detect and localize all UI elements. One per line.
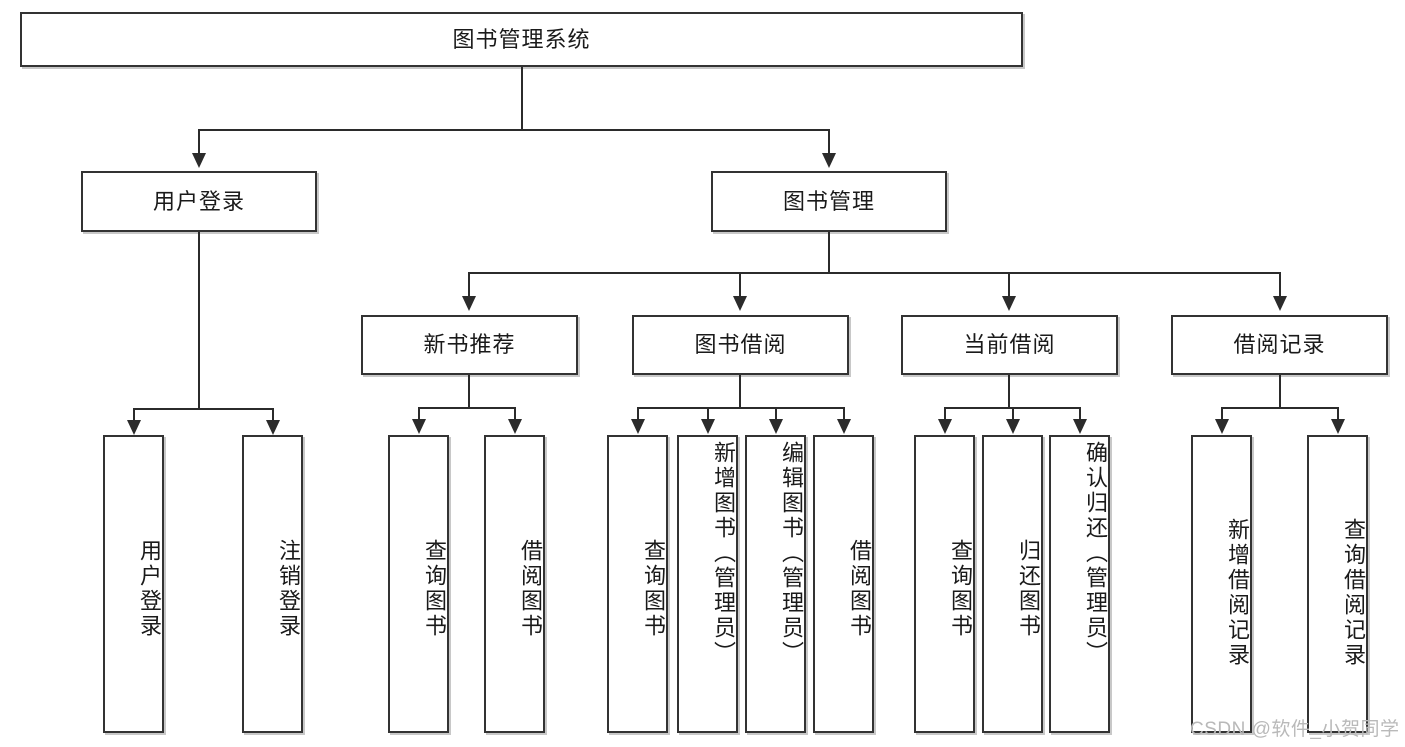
- node-leaf-borrow-book-1[interactable]: 借阅图书: [484, 435, 545, 733]
- node-label: 用户登录: [137, 539, 162, 639]
- connector-book-manage-bus: [468, 272, 1280, 274]
- connector-drop-borrow-record: [1279, 272, 1281, 298]
- connector-drop-leaf-user-login: [133, 408, 135, 422]
- node-borrow-record[interactable]: 借阅记录: [1171, 315, 1388, 375]
- arrowhead-leaf-add-record: [1215, 419, 1229, 434]
- connector-user-login-bus: [133, 408, 273, 410]
- arrowhead-leaf-add-book: [701, 419, 715, 434]
- node-leaf-edit-book[interactable]: 编辑图书（管理员）: [745, 435, 806, 733]
- arrowhead-leaf-query-record: [1331, 419, 1345, 434]
- connector-drop-leaf-query-book-1: [418, 407, 420, 421]
- node-leaf-borrow-book-2[interactable]: 借阅图书: [813, 435, 874, 733]
- node-label: 查询图书: [422, 539, 447, 639]
- arrowhead-borrow-record: [1273, 296, 1287, 311]
- node-label: 确认归还（管理员）: [1083, 441, 1108, 666]
- connector-drop-book-borrow: [739, 272, 741, 298]
- connector-drop-leaf-edit-book: [775, 407, 777, 421]
- connector-drop-leaf-return-book: [1012, 407, 1014, 421]
- node-leaf-query-book-2[interactable]: 查询图书: [607, 435, 668, 733]
- arrowhead-current-borrow: [1002, 296, 1016, 311]
- connector-drop-leaf-confirm-return: [1079, 407, 1081, 421]
- node-label: 当前借阅: [963, 332, 1056, 357]
- connector-book-borrow-down: [739, 375, 741, 409]
- arrowhead-leaf-return-book: [1006, 419, 1020, 434]
- node-leaf-query-book-3[interactable]: 查询图书: [914, 435, 975, 733]
- connector-drop-leaf-borrow-book-1: [514, 407, 516, 421]
- node-leaf-user-logout[interactable]: 注销登录: [242, 435, 303, 733]
- connector-drop-user-login: [198, 129, 200, 155]
- node-label: 借阅图书: [847, 539, 872, 639]
- connector-user-login-down: [198, 232, 200, 410]
- arrowhead-leaf-user-login: [127, 420, 141, 435]
- connector-drop-leaf-query-book-2: [637, 407, 639, 421]
- node-label: 查询借阅记录: [1341, 518, 1366, 668]
- node-label: 用户登录: [152, 188, 245, 214]
- node-leaf-query-record[interactable]: 查询借阅记录: [1307, 435, 1368, 733]
- arrowhead-book-manage: [822, 153, 836, 168]
- arrowhead-book-borrow: [733, 296, 747, 311]
- arrowhead-leaf-edit-book: [769, 419, 783, 434]
- node-label: 归还图书: [1016, 539, 1041, 639]
- connector-drop-leaf-user-logout: [272, 408, 274, 422]
- connector-drop-leaf-borrow-book-2: [843, 407, 845, 421]
- arrowhead-new-book-recommend: [462, 296, 476, 311]
- node-label: 查询图书: [641, 539, 666, 639]
- node-label: 图书管理: [782, 188, 875, 214]
- arrowhead-leaf-query-book-3: [938, 419, 952, 434]
- node-label: 借阅记录: [1233, 332, 1326, 357]
- connector-borrow-record-bus: [1221, 407, 1337, 409]
- connector-root-down: [521, 67, 523, 130]
- connector-root-bus: [198, 129, 830, 131]
- connector-book-manage-down: [828, 232, 830, 273]
- connector-new-book-recommend-bus: [418, 407, 516, 409]
- connector-new-book-recommend-down: [468, 375, 470, 409]
- connector-drop-new-book-recommend: [468, 272, 470, 298]
- arrowhead-leaf-user-logout: [266, 420, 280, 435]
- connector-drop-leaf-add-book: [707, 407, 709, 421]
- arrowhead-user-login: [192, 153, 206, 168]
- arrowhead-leaf-confirm-return: [1073, 419, 1087, 434]
- connector-drop-current-borrow: [1008, 272, 1010, 298]
- node-label: 注销登录: [276, 539, 301, 639]
- arrowhead-leaf-query-book-1: [412, 419, 426, 434]
- connector-borrow-record-down: [1279, 375, 1281, 409]
- node-leaf-confirm-return[interactable]: 确认归还（管理员）: [1049, 435, 1110, 733]
- node-new-book-recommend[interactable]: 新书推荐: [361, 315, 578, 375]
- node-label: 新增图书（管理员）: [711, 441, 736, 666]
- node-book-borrow[interactable]: 图书借阅: [632, 315, 849, 375]
- node-leaf-query-book-1[interactable]: 查询图书: [388, 435, 449, 733]
- node-label: 图书管理系统: [452, 26, 591, 52]
- arrowhead-leaf-borrow-book-2: [837, 419, 851, 434]
- node-leaf-user-login[interactable]: 用户登录: [103, 435, 164, 733]
- node-leaf-add-book[interactable]: 新增图书（管理员）: [677, 435, 738, 733]
- connector-book-borrow-bus: [637, 407, 844, 409]
- connector-drop-leaf-query-book-3: [944, 407, 946, 421]
- node-label: 编辑图书（管理员）: [779, 441, 804, 666]
- node-book-manage[interactable]: 图书管理: [711, 171, 947, 232]
- node-label: 新增借阅记录: [1225, 518, 1250, 668]
- node-current-borrow[interactable]: 当前借阅: [901, 315, 1118, 375]
- connector-drop-leaf-add-record: [1221, 407, 1223, 421]
- node-user-login[interactable]: 用户登录: [81, 171, 317, 232]
- node-label: 查询图书: [948, 539, 973, 639]
- connector-drop-book-manage: [828, 129, 830, 155]
- node-root[interactable]: 图书管理系统: [20, 12, 1023, 67]
- node-leaf-return-book[interactable]: 归还图书: [982, 435, 1043, 733]
- arrowhead-leaf-borrow-book-1: [508, 419, 522, 434]
- connector-drop-leaf-query-record: [1337, 407, 1339, 421]
- connector-current-borrow-down: [1008, 375, 1010, 409]
- node-label: 新书推荐: [423, 332, 516, 357]
- node-leaf-add-record[interactable]: 新增借阅记录: [1191, 435, 1252, 733]
- arrowhead-leaf-query-book-2: [631, 419, 645, 434]
- node-label: 借阅图书: [518, 539, 543, 639]
- node-label: 图书借阅: [694, 332, 787, 357]
